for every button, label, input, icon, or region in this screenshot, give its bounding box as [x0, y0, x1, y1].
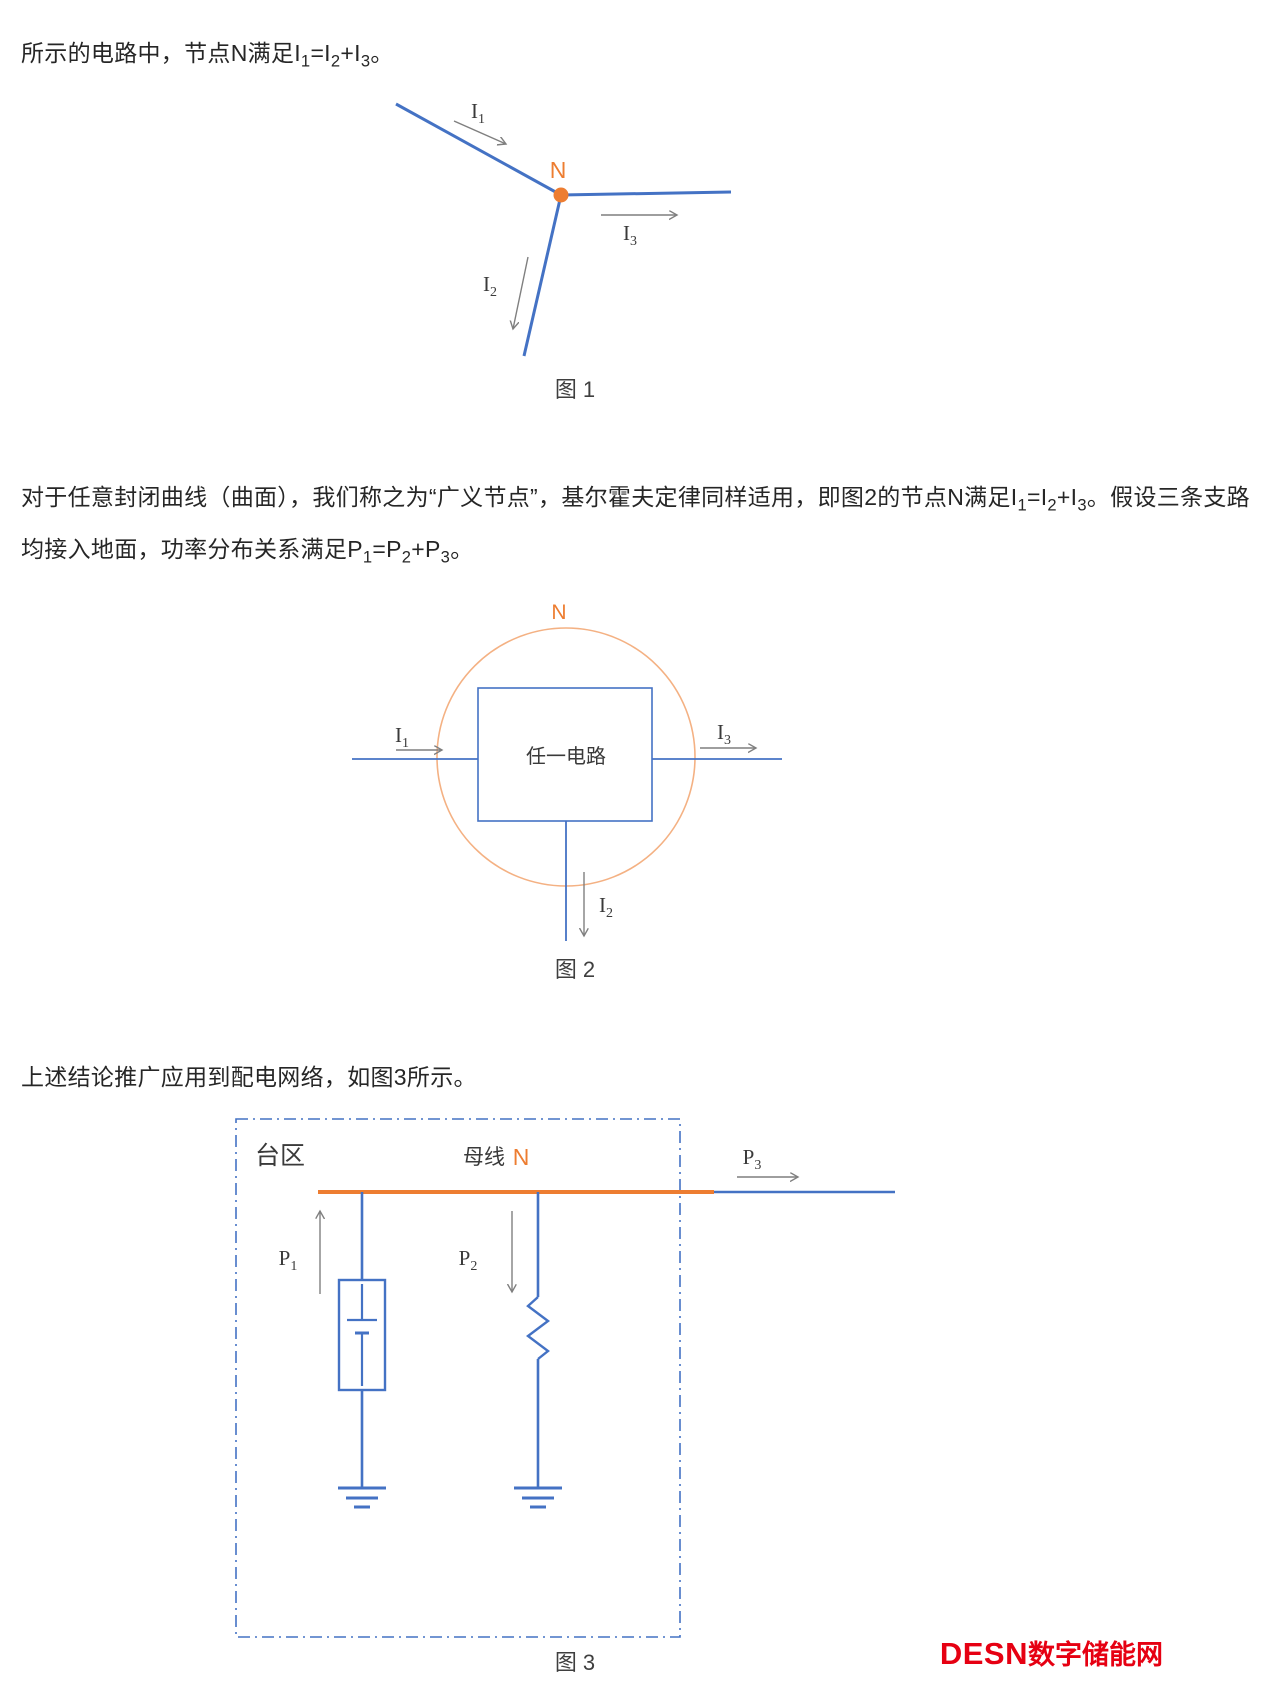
current-i1-label: I1	[395, 723, 409, 751]
figure-2-caption: 图 2	[554, 957, 596, 982]
paragraph-application: 上述结论推广应用到配电网络，如图3所示。	[21, 1064, 477, 1090]
formula-kcl: I1=I2+I3。	[294, 40, 394, 69]
current-i2-label: I2	[599, 893, 613, 921]
formula-sub: 1	[362, 547, 373, 567]
current-i2-label: I2	[483, 272, 497, 300]
formula-term: I	[1070, 484, 1078, 510]
current-i1-arrow	[453, 120, 506, 144]
node-n-label: N	[513, 1144, 530, 1170]
resistor-zigzag	[526, 1296, 550, 1360]
paragraph-generalized-node: 对于任意封闭曲线（曲面），我们称之为“广义节点”，基尔霍夫定律同样适用，即图2的…	[21, 471, 1259, 575]
formula-term: I	[1040, 484, 1048, 510]
formula-sub: 3	[360, 51, 371, 71]
formula-sub: 2	[1047, 495, 1057, 515]
site-logo-name: 数字储能网	[1028, 1640, 1163, 1670]
formula-sub: 3	[440, 547, 451, 567]
current-i2-arrow	[513, 256, 529, 329]
formula-kcl: I1=I2+I3。	[1010, 484, 1111, 513]
power-p1-label: P1	[279, 1246, 298, 1274]
formula-sub: 2	[401, 547, 412, 567]
text-run: 所示的电路中，节点N满足	[21, 40, 295, 66]
figure-2-generalized-node-diagram: N 任一电路 I1 I3 I2	[352, 601, 782, 941]
formula-op: =	[1026, 484, 1041, 510]
formula-sub: 1	[300, 51, 311, 71]
branch-i3-wire	[560, 190, 732, 197]
node-n-label: N	[550, 157, 567, 183]
formula-power: P1=P2+P3。	[347, 536, 474, 565]
power-p2-label: P2	[459, 1246, 478, 1274]
branch-i2-wire	[522, 194, 563, 357]
formula-term: I	[324, 40, 331, 66]
formula-term: P	[347, 536, 363, 562]
station-area-label: 台区	[255, 1142, 305, 1170]
formula-sub: 1	[1017, 495, 1027, 515]
formula-sub: 3	[1077, 495, 1087, 515]
formula-op: =	[310, 40, 325, 66]
text-run: 对于任意封闭曲线（曲面），我们称之为“广义节点”，基尔霍夫定律同样适用，即图2的…	[21, 484, 1011, 510]
power-p3-label: P3	[743, 1145, 762, 1173]
formula-op: +	[340, 40, 355, 66]
figure-3-distribution-network-diagram: 台区 母线 N P3 P1 P2	[235, 1118, 895, 1638]
site-logo-brand: DESN	[939, 1636, 1028, 1671]
formula-term: P	[425, 536, 441, 562]
busbar-label: 母线	[463, 1146, 505, 1169]
formula-term: I	[354, 40, 361, 66]
formula-term: I	[1010, 484, 1018, 510]
formula-end: 。	[1086, 484, 1111, 510]
formula-sub: 2	[330, 51, 341, 71]
node-n-dot	[553, 187, 569, 203]
station-area-boundary	[235, 1118, 681, 1638]
site-logo: DESN数字储能网	[940, 1633, 1163, 1672]
current-i3-label: I3	[623, 221, 637, 249]
formula-op: +	[1056, 484, 1071, 510]
node-n-label: N	[551, 601, 566, 624]
formula-end: 。	[370, 40, 394, 66]
branch-i1-wire	[395, 102, 562, 197]
figure-3-caption: 图 3	[554, 1650, 596, 1675]
current-i1-label: I1	[471, 99, 485, 127]
figure-1-kcl-node-diagram: N I1 I3 I2	[395, 99, 732, 357]
figure-1-caption: 图 1	[554, 377, 596, 402]
current-i3-label: I3	[717, 720, 731, 748]
formula-term: P	[386, 536, 402, 562]
formula-op: +	[411, 536, 426, 562]
circuit-box-label: 任一电路	[526, 745, 606, 768]
formula-op: =	[372, 536, 387, 562]
circuit-box	[477, 687, 653, 822]
formula-term: I	[294, 40, 301, 66]
formula-end: 。	[450, 536, 474, 562]
text-run: 假设三条支路均接入地面，功率分布关系满足	[21, 484, 1250, 562]
paragraph-intro: 所示的电路中，节点N满足I1=I2+I3。	[21, 27, 1259, 79]
